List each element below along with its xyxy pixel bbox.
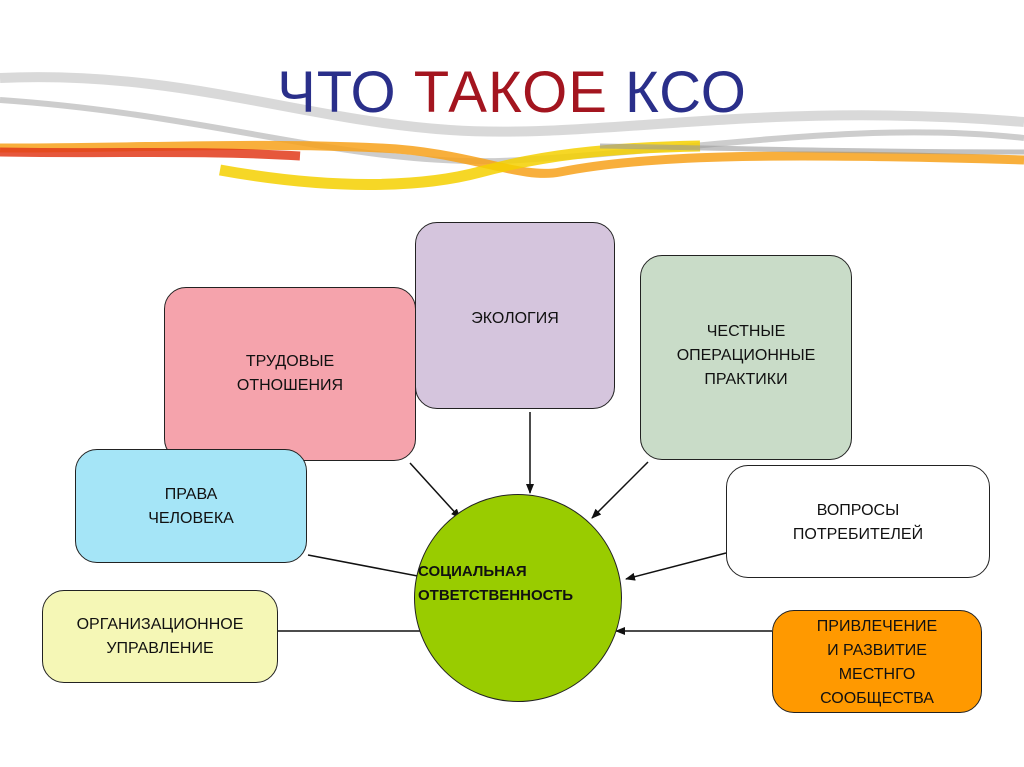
node-ecology-label: ЭКОЛОГИЯ [471, 310, 559, 327]
page-title: ЧТО ТАКОЕ КСО [0, 58, 1024, 128]
decorative-ribbon [0, 72, 1024, 190]
center-node-social-responsibility [414, 494, 622, 702]
node-community-development-label: ПРИВЛЕЧЕНИЕ И РАЗВИТИЕ МЕСТНГО СООБЩЕСТВ… [816, 618, 938, 707]
node-consumer-issues: ВОПРОСЫ ПОТРЕБИТЕЛЕЙ [726, 465, 990, 578]
node-consumer-issues-label: ВОПРОСЫ ПОТРЕБИТЕЛЕЙ [792, 502, 924, 543]
node-human-rights: ПРАВА ЧЕЛОВЕКА [75, 449, 307, 563]
title-word-3: КСО [625, 60, 747, 125]
title-word-2: ТАКОЕ [413, 60, 626, 125]
center-node-label: СОЦИАЛЬНАЯ ОТВЕТСТВЕННОСТЬ [418, 563, 574, 604]
node-community-development: ПРИВЛЕЧЕНИЕ И РАЗВИТИЕ МЕСТНГО СООБЩЕСТВ… [772, 610, 982, 713]
arrow-rights [307, 554, 429, 581]
node-labor-relations-label: ТРУДОВЫЕ ОТНОШЕНИЯ [236, 353, 344, 394]
node-organizational-governance-label: ОРГАНИЗАЦИОННОЕ УПРАВЛЕНИЕ [76, 616, 244, 657]
title-word-1: ЧТО [277, 60, 414, 125]
node-human-rights-label: ПРАВА ЧЕЛОВЕКА [148, 486, 234, 527]
node-fair-practices: ЧЕСТНЫЕ ОПЕРАЦИОННЫЕ ПРАКТИКИ [640, 255, 852, 460]
arrow-labor [409, 462, 461, 519]
node-labor-relations: ТРУДОВЫЕ ОТНОШЕНИЯ [164, 287, 416, 461]
node-ecology: ЭКОЛОГИЯ [415, 222, 615, 409]
arrow-practices [591, 461, 649, 519]
node-organizational-governance: ОРГАНИЗАЦИОННОЕ УПРАВЛЕНИЕ [42, 590, 278, 683]
arrow-consumers [625, 552, 727, 581]
node-fair-practices-label: ЧЕСТНЫЕ ОПЕРАЦИОННЫЕ ПРАКТИКИ [676, 323, 816, 388]
